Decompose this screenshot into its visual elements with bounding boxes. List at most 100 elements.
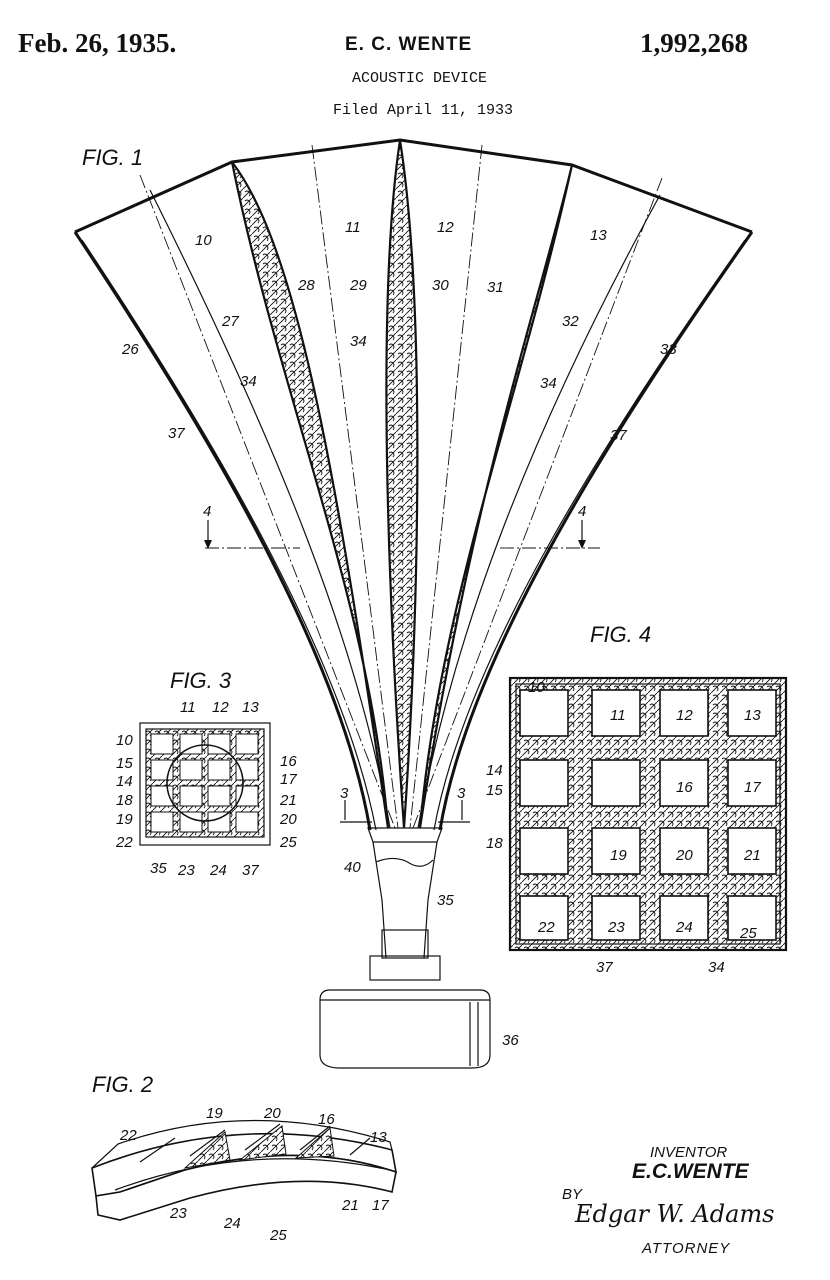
reference-numeral: 4 <box>203 503 211 520</box>
reference-numeral: 13 <box>242 699 259 716</box>
horn-left-wall <box>73 231 372 831</box>
reference-numeral: 13 <box>744 707 761 724</box>
fig3-label: FIG. 3 <box>170 668 232 693</box>
reference-numeral: 17 <box>280 771 297 788</box>
reference-numeral: 31 <box>487 279 504 296</box>
reference-numeral: 36 <box>502 1032 519 1049</box>
reference-numeral: 34 <box>708 959 725 976</box>
reference-numeral: 11 <box>180 699 196 716</box>
reference-numeral: 3 <box>340 785 349 802</box>
reference-numeral: 3 <box>457 785 466 802</box>
reference-numeral: 17 <box>744 779 761 796</box>
reference-numeral: 40 <box>344 859 361 876</box>
fig4-reference-numerals: 10 11 12 13 14 15 16 17 18 19 20 21 22 2… <box>486 679 761 976</box>
hex-nut <box>369 955 441 981</box>
reference-numeral: 4 <box>578 503 586 520</box>
inventor-name: E.C.WENTE <box>632 1160 749 1183</box>
reference-numeral: 35 <box>437 892 454 909</box>
reference-numeral: 18 <box>486 835 503 852</box>
reference-numeral: 25 <box>739 925 757 942</box>
fig1-reference-numerals: 10 11 12 13 28 29 30 31 32 27 26 33 34 3… <box>121 219 677 1049</box>
center-septum <box>385 139 419 829</box>
reference-numeral: 10 <box>116 732 133 749</box>
reference-numeral: 18 <box>116 792 133 809</box>
fig4-label: FIG. 4 <box>590 622 651 647</box>
fig3-reference-numerals: 11 12 13 10 15 14 18 19 22 16 17 21 20 2… <box>115 699 297 879</box>
reference-numeral: 33 <box>660 341 677 358</box>
reference-numeral: 16 <box>318 1111 335 1128</box>
reference-numeral: 23 <box>607 919 625 936</box>
inventor-label: INVENTOR <box>650 1144 728 1161</box>
reference-numeral: 23 <box>177 862 195 879</box>
reference-numeral: 34 <box>240 373 257 390</box>
reference-numeral: 34 <box>540 375 557 392</box>
reference-numeral: 29 <box>349 277 367 294</box>
reference-numeral: 20 <box>675 847 693 864</box>
reference-numeral: 28 <box>297 277 315 294</box>
reference-numeral: 26 <box>121 341 139 358</box>
horn-right-wall <box>438 231 754 831</box>
reference-numeral: 14 <box>116 773 133 790</box>
fig1-label: FIG. 1 <box>82 145 143 170</box>
reference-numeral: 32 <box>562 313 579 330</box>
reference-numeral: 12 <box>437 219 454 236</box>
reference-numeral: 37 <box>168 425 185 442</box>
reference-numeral: 27 <box>221 313 239 330</box>
reference-numeral: 21 <box>341 1197 359 1214</box>
inventor-header: E. C. WENTE <box>345 34 473 55</box>
reference-numeral: 23 <box>169 1205 187 1222</box>
reference-numeral: 24 <box>209 862 227 879</box>
reference-numeral: 19 <box>610 847 627 864</box>
fig2-label: FIG. 2 <box>92 1072 153 1097</box>
reference-numeral: 13 <box>590 227 607 244</box>
fig4-cross-section: FIG. 4 10 11 12 13 14 15 16 17 18 19 20 … <box>486 622 788 976</box>
patent-title: ACOUSTIC DEVICE <box>352 70 488 87</box>
reference-numeral: 10 <box>528 679 545 696</box>
neck-tube <box>372 841 438 959</box>
patent-date: Feb. 26, 1935. <box>18 28 177 58</box>
reference-numeral: 15 <box>116 755 133 772</box>
fig2-reference-numerals: 19 20 16 13 22 23 24 25 21 17 <box>119 1105 389 1244</box>
reference-numeral: 21 <box>279 792 297 809</box>
reference-numeral: 15 <box>486 782 503 799</box>
throat-collar <box>367 827 443 843</box>
reference-numeral: 12 <box>676 707 693 724</box>
reference-numeral: 25 <box>269 1227 287 1244</box>
driver-unit <box>319 989 491 1069</box>
reference-numeral: 22 <box>115 834 133 851</box>
reference-numeral: 24 <box>675 919 693 936</box>
reference-numeral: 34 <box>350 333 367 350</box>
attorney-label: ATTORNEY <box>642 1240 731 1257</box>
fig3-cross-section: FIG. 3 11 12 13 10 15 14 18 19 22 16 17 … <box>115 668 297 879</box>
reference-numeral: 22 <box>119 1127 137 1144</box>
attorney-signature: Edgar W. Adams <box>575 1200 775 1228</box>
reference-numeral: 13 <box>370 1129 387 1146</box>
reference-numeral: 24 <box>223 1215 241 1232</box>
reference-numeral: 12 <box>212 699 229 716</box>
reference-numeral: 30 <box>432 277 449 294</box>
reference-numeral: 20 <box>263 1105 281 1122</box>
reference-numeral: 20 <box>279 811 297 828</box>
reference-numeral: 16 <box>280 753 297 770</box>
reference-numeral: 35 <box>150 860 167 877</box>
left-septum <box>230 161 390 829</box>
reference-numeral: 37 <box>242 862 259 879</box>
reference-numeral: 19 <box>206 1105 223 1122</box>
patent-number: 1,992,268 <box>640 28 748 58</box>
reference-numeral: 11 <box>610 707 626 724</box>
horn-mouth-edge <box>74 138 753 234</box>
reference-numeral: 11 <box>345 219 361 236</box>
reference-numeral: 22 <box>537 919 555 936</box>
fig1-horn: FIG. 1 10 11 12 13 <box>73 138 754 1069</box>
reference-numeral: 19 <box>116 811 133 828</box>
reference-numeral: 17 <box>372 1197 389 1214</box>
reference-numeral: 37 <box>596 959 613 976</box>
reference-numeral: 25 <box>279 834 297 851</box>
by-label: BY <box>562 1186 583 1203</box>
reference-numeral: 37 <box>610 427 627 444</box>
reference-numeral: 14 <box>486 762 503 779</box>
reference-numeral: 21 <box>743 847 761 864</box>
fig2-perspective: FIG. 2 19 20 16 13 22 23 24 25 21 17 <box>91 1072 398 1244</box>
reference-numeral: 10 <box>195 232 212 249</box>
